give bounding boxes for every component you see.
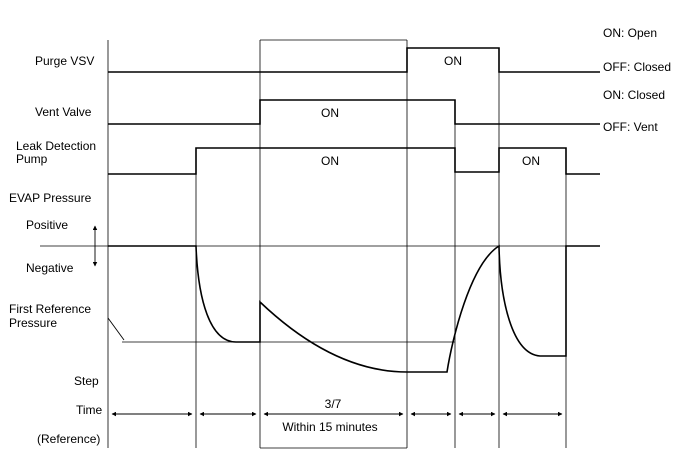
evap-pressure-curve: [108, 244, 600, 373]
step-duration: Within 15 minutes: [282, 420, 377, 434]
step-number: 3/7: [325, 397, 342, 411]
label-step: Step: [74, 374, 99, 388]
label-vent-valve: Vent Valve: [35, 105, 92, 119]
purge-on-label: ON: [444, 54, 462, 68]
leak-pump-signal: [108, 147, 600, 175]
vent-valve-signal: [108, 99, 600, 125]
first-reference-pointer: [107, 317, 125, 341]
label-first-ref-1: First Reference: [9, 302, 91, 316]
vent-on-label: ON: [321, 106, 339, 120]
label-negative: Negative: [26, 261, 74, 275]
label-vent-on: ON: Closed: [603, 88, 665, 102]
label-vent-off: OFF: Vent: [603, 120, 658, 134]
label-time: Time: [76, 403, 103, 417]
label-reference: (Reference): [37, 432, 100, 446]
label-first-ref-2: Pressure: [9, 316, 57, 330]
purge-vsv-signal: [108, 47, 600, 73]
label-purge-on: ON: Open: [603, 26, 657, 40]
label-evap-pressure: EVAP Pressure: [9, 191, 92, 205]
label-positive: Positive: [26, 218, 68, 232]
pump-on-label-1: ON: [321, 154, 339, 168]
label-purge-off: OFF: Closed: [603, 60, 671, 74]
label-leak-pump-2: Pump: [16, 152, 48, 166]
label-purge-vsv: Purge VSV: [35, 54, 94, 68]
pump-on-label-2: ON: [522, 154, 540, 168]
label-leak-pump-1: Leak Detection: [16, 139, 96, 153]
grid-lines: [107, 39, 567, 449]
